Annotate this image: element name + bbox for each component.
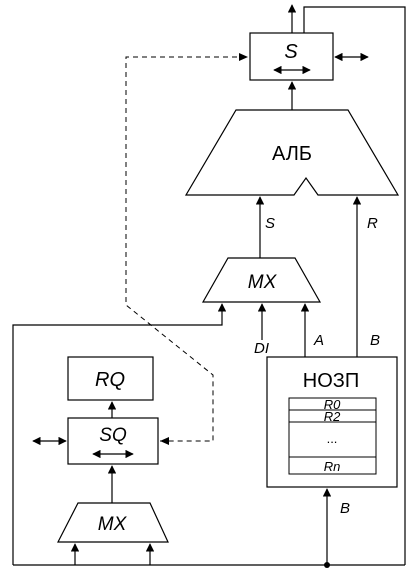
mx-bottom-block [57,502,169,543]
sq-label: SQ [99,425,127,446]
signal-b-top-label: B [370,332,380,349]
bus-junction-dot [324,562,330,568]
left-feedback-line [12,303,227,565]
nozp-label: НОЗП [303,370,359,392]
signal-a-label: A [313,332,324,349]
rq-block [67,356,154,401]
s-register-label: S [284,41,298,63]
mx-bottom-label: MX [98,514,128,535]
rq-label: RQ [95,369,125,391]
signal-r-label: R [367,215,378,232]
register-r0: R0 [324,397,341,412]
signal-b-bottom-label: B [340,500,350,517]
register-rn: Rn [324,459,341,474]
mx-top-label: MX [248,272,278,293]
dashed-control-link [125,56,246,442]
alu-block [184,109,400,196]
signal-s-label: S [265,215,275,232]
s-feedback-line [303,6,406,565]
register-r2: R2 [324,409,341,424]
signal-di-label: DI [254,340,269,357]
mx-top-block [201,257,322,303]
register-list [288,397,377,475]
alu-label: АЛБ [272,143,312,165]
register-ellipsis: ... [327,431,338,446]
